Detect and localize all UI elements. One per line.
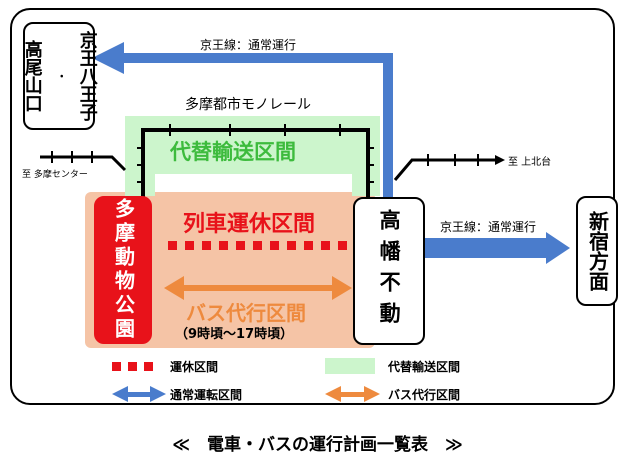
- station-takahatafudo: 高幡不動: [353, 197, 425, 345]
- legend-normal-label: 通常運転区間: [170, 388, 243, 402]
- alt-transport-label: 代替輸送区間: [170, 140, 296, 164]
- station-shinjuku-label: 新宿方面: [585, 211, 610, 291]
- keio-normal-top-label: 京王線：通常運行: [200, 38, 297, 52]
- legend-normal-marker: [112, 386, 166, 402]
- bus-double-arrow: [164, 276, 352, 300]
- station-takahatafudo-label: 高幡不動: [377, 209, 402, 333]
- track-to-tama-center: [40, 151, 127, 172]
- keio-line-top-arrow: [118, 53, 393, 200]
- to-kamikitadai-label: 至 上北台: [508, 157, 552, 168]
- station-shinjuku: 新宿方面: [576, 196, 618, 306]
- monorail-label: 多摩都市モノレール: [185, 97, 311, 113]
- station-tama-zoo-label: 多摩動物公園: [111, 198, 136, 342]
- legend-alt-marker: [325, 358, 375, 374]
- keio-line-right-arrowhead: [546, 232, 570, 264]
- station-tama-zoo: 多摩動物公園: [94, 196, 152, 344]
- station-takao-hachioji: 高尾山口 ・ 京王八王子: [21, 22, 98, 130]
- bus-hours-label: （9時頃～17時頃）: [175, 327, 294, 342]
- suspended-section-label: 列車運休区間: [183, 212, 316, 237]
- keio-line-top-arrowhead: [92, 42, 124, 74]
- monorail-track: [137, 124, 374, 200]
- legend-bus-label: バス代行区間: [388, 388, 461, 402]
- bus-section-label: バス代行区間: [186, 301, 306, 325]
- station-keio-hachioji-label: 京王八王子: [76, 31, 98, 121]
- track-to-kamikitadai: [393, 154, 505, 181]
- bus-zone-background: [85, 192, 375, 348]
- legend-suspended-marker: [112, 362, 153, 371]
- alt-transport-zone-top: [125, 116, 380, 174]
- station-takaosanguchi-label: 高尾山口: [21, 40, 43, 112]
- to-tama-center-label: 至 多摩センター: [22, 170, 88, 180]
- legend-suspended-label: 運休区間: [170, 360, 219, 374]
- station-dot: ・: [54, 71, 66, 81]
- legend-bus-marker: [325, 386, 380, 402]
- diagram-caption: ≪ 電車・バスの運行計画一覧表 ≫: [172, 435, 463, 455]
- keio-normal-right-label: 京王線：通常運行: [440, 220, 537, 234]
- suspended-dotted-line: [168, 241, 347, 250]
- legend-alt-label: 代替輸送区間: [388, 360, 461, 374]
- keio-line-right-arrow: [425, 238, 548, 258]
